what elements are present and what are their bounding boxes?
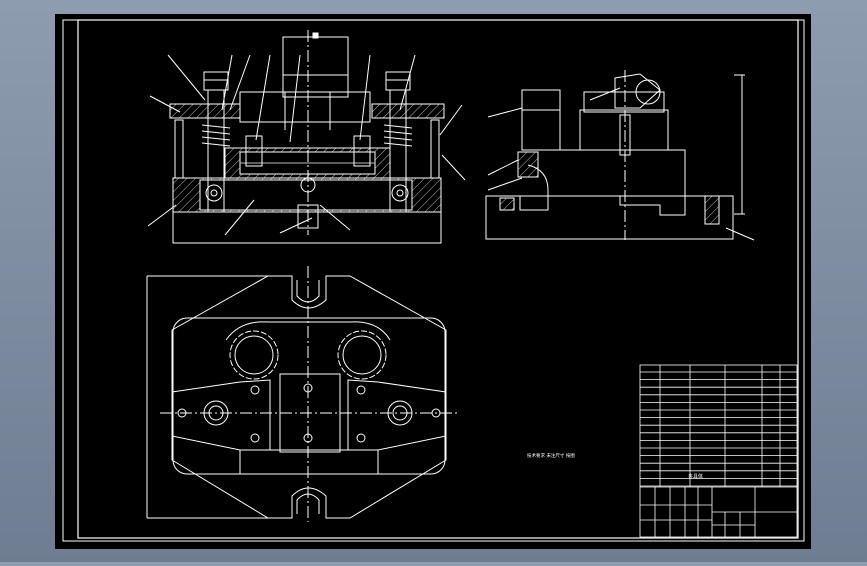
top-view bbox=[146, 266, 460, 522]
title-block bbox=[639, 364, 798, 538]
sheet-paper bbox=[55, 14, 811, 549]
inner-border bbox=[77, 19, 799, 539]
side-view bbox=[485, 70, 755, 241]
tech-note: 技术要求 未注尺寸 按图 bbox=[527, 452, 575, 459]
title-block-title: 夹具体 bbox=[688, 473, 703, 480]
front-view bbox=[147, 30, 466, 244]
